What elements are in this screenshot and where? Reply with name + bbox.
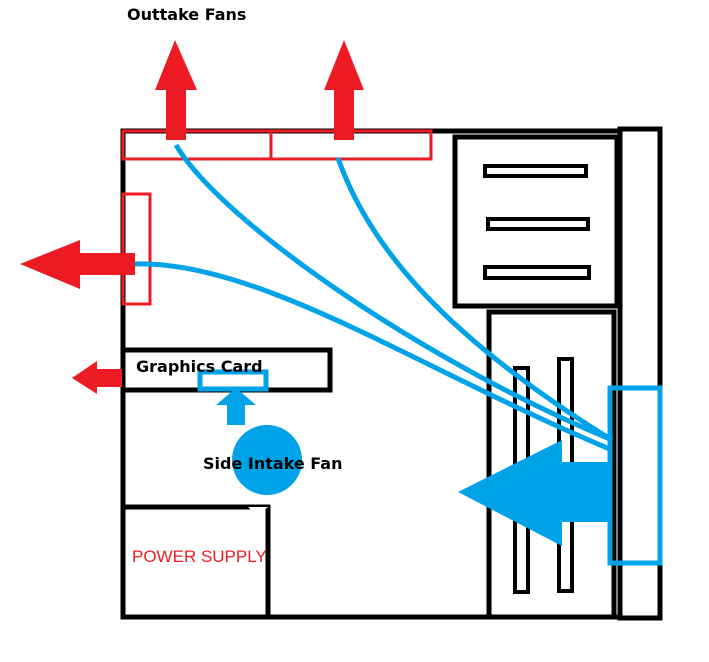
- red-arrow-left-icon: [72, 361, 122, 394]
- side-intake-fan-label: Side Intake Fan: [203, 454, 342, 473]
- airflow-curve: [173, 143, 613, 443]
- drive-bay-cage: [452, 134, 620, 309]
- blue-arrow-up-icon: [216, 388, 256, 425]
- rear-outtake-fan: [121, 192, 152, 306]
- graphics-card-fan: [197, 369, 269, 392]
- lower-drive-cage: [486, 309, 617, 620]
- red-arrow-left-icon: [20, 240, 135, 289]
- power-supply-label: POWER SUPPLY: [132, 547, 267, 566]
- airflow-curve: [335, 157, 614, 443]
- side-intake-fan: [232, 425, 302, 495]
- psu-corner-notch: [248, 507, 268, 516]
- airflow-curve: [132, 261, 613, 453]
- drive-slot: [486, 217, 590, 231]
- front-panel: [617, 126, 663, 621]
- red-arrow-up-icon: [155, 40, 197, 140]
- drive-slot: [483, 265, 591, 280]
- top-outtake-fan-1: [121, 129, 273, 161]
- outtake-fans-label: Outtake Fans: [127, 5, 246, 24]
- blue-arrow-left-icon: [458, 440, 612, 546]
- drive-slot: [483, 164, 588, 178]
- power-supply: [120, 504, 271, 620]
- graphics-card-label: Graphics Card: [136, 357, 263, 376]
- red-arrow-up-icon: [324, 40, 364, 140]
